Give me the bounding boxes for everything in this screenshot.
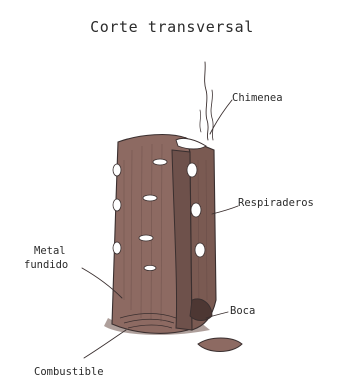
label-metal: Metal — [34, 245, 66, 257]
vent-hole — [113, 164, 121, 176]
smoke-wisps — [200, 62, 213, 140]
leader-respiraderos — [212, 206, 238, 214]
side-vent-hole — [191, 203, 201, 217]
side-vent-hole — [187, 163, 197, 177]
leader-chimenea — [210, 100, 232, 134]
vent-hole — [113, 199, 121, 211]
leader-combustible — [84, 330, 126, 358]
diagram-title: Corte transversal — [90, 18, 254, 36]
label-combustible: Combustible — [34, 366, 104, 378]
furnace-body — [104, 135, 242, 352]
label-chimenea: Chimenea — [232, 92, 283, 104]
vent-hole — [153, 159, 167, 165]
vent-hole — [144, 265, 156, 270]
vent-hole — [113, 242, 121, 254]
label-boca: Boca — [230, 305, 255, 317]
vent-hole — [139, 235, 153, 241]
side-vent-hole — [195, 243, 205, 257]
pouring-spout — [198, 338, 242, 352]
label-fundido: fundido — [24, 259, 68, 271]
label-respiraderos: Respiraderos — [238, 197, 314, 209]
vent-hole — [143, 195, 157, 201]
